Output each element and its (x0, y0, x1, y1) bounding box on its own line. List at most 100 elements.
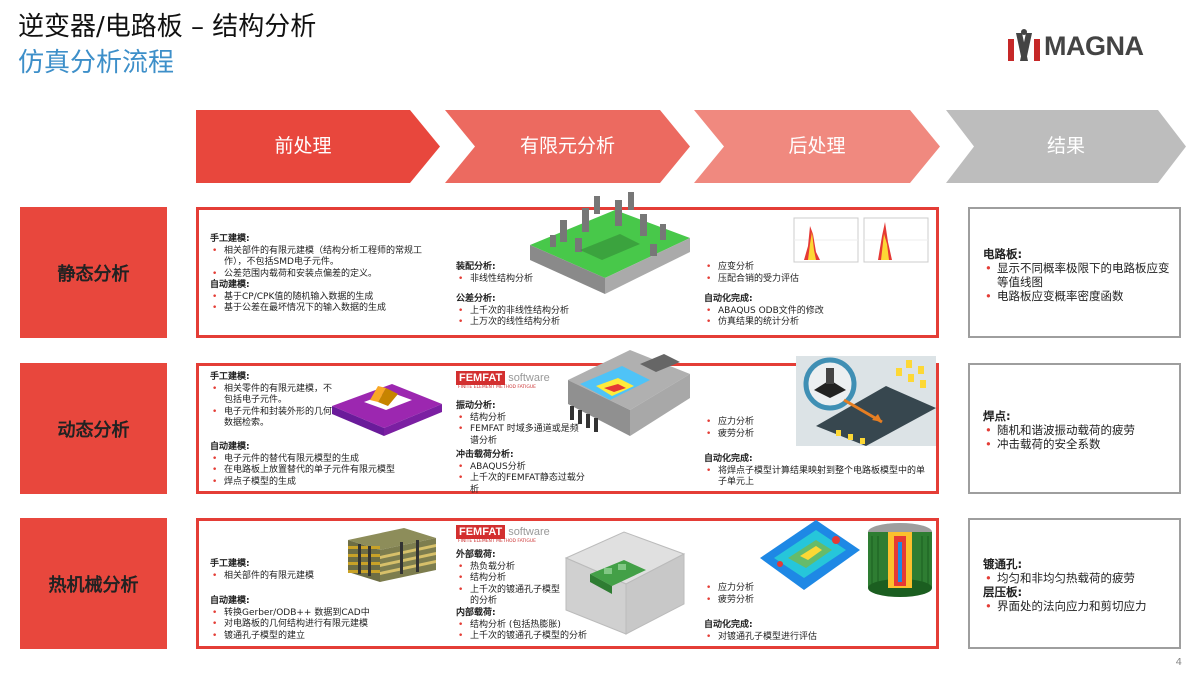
page-title: 逆变器/电路板 – 结构分析 (18, 12, 317, 42)
thermo-pre-block-top: 手工建模: 相关部件的有限元建模 (210, 559, 340, 582)
list-item: 对电路板的几何结构进行有限元建模 (210, 619, 435, 631)
list-item: 公差范围内载荷和安装点偏差的定义。 (210, 269, 435, 281)
magna-logo-text: MAGNA (1044, 31, 1144, 61)
result-panel-static (968, 207, 1181, 338)
femfat-logo-software: software (508, 372, 550, 384)
stage-results: 结果 (946, 110, 1186, 183)
thermo-fea-block-2: 内部载荷: 结构分析 (包括热膨胀) 上千次的镀通孔子模型的分析 (456, 608, 656, 643)
list-item: 电子元件的替代有限元模型的生成 (210, 454, 435, 466)
dynamic-result-block: 焊点: 随机和谐波振动载荷的疲劳 冲击载荷的安全系数 (983, 409, 1173, 451)
list-item: 非线性结构分析 (456, 274, 606, 286)
list-item: 基于公差在最坏情况下的输入数据的生成 (210, 303, 435, 315)
thermo-fea-block: 外部载荷: 热负载分析 结构分析 上千次的镀通孔子模型的分析 (456, 550, 566, 608)
list-item: 热负载分析 (456, 562, 566, 574)
list-item: 应力分析 (704, 417, 794, 429)
list-item: 疲劳分析 (704, 595, 794, 607)
static-post-heading-1: 自动化完成: (704, 294, 753, 304)
list-item: 电路板应变概率密度函数 (983, 289, 1173, 303)
femfat-logo-subtitle: FINITE ELEMENT METHOD FATIGUE (458, 385, 536, 390)
list-item: 均匀和非均匀热载荷的疲劳 (983, 571, 1173, 585)
thermo-pre-block-bottom: 自动建模: 转换Gerber/ODB++ 数据到CAD中 对电路板的几何结构进行… (210, 596, 435, 642)
stage-postprocessing: 后处理 (694, 110, 940, 183)
pcb-stackup-image (348, 528, 436, 582)
list-item: 在电路板上放置替代的单子元件有限元模型 (210, 465, 435, 477)
dynamic-post-block: 自动化完成: 将焊点子模型计算结果映射到整个电路板模型中的单子单元上 (704, 454, 929, 489)
thermo-post-heading-1: 自动化完成: (704, 620, 753, 630)
list-item: 镀通孔子模型的建立 (210, 631, 435, 643)
list-item: 上千次的FEMFAT静态过载分析 (456, 473, 586, 496)
thermo-result-heading-2: 层压板: (983, 585, 1023, 599)
list-item: 疲劳分析 (704, 429, 794, 441)
stage-label: 后处理 (788, 135, 846, 157)
list-item: 上千次的非线性结构分析 (456, 306, 606, 318)
list-item: 上千次的镀通孔子模型的分析 (456, 631, 656, 643)
list-item: 相关部件的有限元建模（结构分析工程师的常规工作），不包括SMD电子元件。 (210, 246, 435, 269)
thermo-post-block: 自动化完成: 对镀通孔子模型进行评估 (704, 620, 929, 643)
page-subtitle: 仿真分析流程 (18, 48, 175, 78)
static-pre-block: 手工建模: 相关部件的有限元建模（结构分析工程师的常规工作），不包括SMD电子元… (210, 234, 435, 315)
list-item: 上万次的线性结构分析 (456, 317, 606, 329)
dynamic-pre-heading-2: 自动建模: (210, 442, 250, 452)
result-panel-thermo (968, 518, 1181, 649)
stage-label: 有限元分析 (519, 135, 615, 157)
list-item: 结构分析 (包括热膨胀) (456, 620, 656, 632)
dynamic-post-heading-1: 自动化完成: (704, 454, 753, 464)
static-fea-heading-1: 装配分析: (456, 262, 496, 272)
list-item: 转换Gerber/ODB++ 数据到CAD中 (210, 608, 435, 620)
list-item: 冲击载荷的安全系数 (983, 437, 1173, 451)
femfat-logo: FEMFAT software FINITE ELEMENT METHOD FA… (456, 370, 550, 390)
row-label-thermo: 热机械分析 (20, 518, 167, 649)
list-item: 结构分析 (456, 413, 586, 425)
list-item: 仿真结果的统计分析 (704, 317, 934, 329)
list-item: 焊点子模型的生成 (210, 477, 435, 489)
via-contour-image (868, 523, 932, 597)
stage-label: 前处理 (274, 135, 332, 157)
thermo-fea-heading-2: 内部载荷: (456, 608, 496, 618)
panel-thermo (196, 518, 939, 649)
panel-static (196, 207, 939, 338)
dynamic-fea-heading-1: 振动分析: (456, 401, 496, 411)
static-result-heading: 电路板: (983, 247, 1023, 261)
housing-model-image (568, 350, 690, 436)
row-label-static: 静态分析 (20, 207, 167, 338)
thermo-fea-heading-1: 外部载荷: (456, 550, 496, 560)
dynamic-fea-block: 振动分析: 结构分析 FEMFAT 时域多通道或是频谱分析 冲击载荷分析: AB… (456, 401, 586, 496)
stage-preprocessing: 前处理 (196, 110, 440, 183)
dynamic-result-heading: 焊点: (983, 409, 1011, 423)
row-label-dynamic: 动态分析 (20, 363, 167, 494)
thermo-pre-heading-2: 自动建模: (210, 596, 250, 606)
static-post-block: 应变分析 压配合销的受力评估 自动化完成: ABAQUS ODB文件的修改 仿真… (704, 262, 934, 329)
list-item: 电子元件和封装外形的几何数据检索。 (210, 407, 332, 430)
list-item: 应力分析 (704, 583, 794, 595)
dynamic-fea-heading-2: 冲击载荷分析: (456, 450, 514, 460)
dynamic-post-list: 应力分析 疲劳分析 (704, 417, 794, 440)
thermal-contour-image (760, 520, 860, 590)
static-pre-heading-2: 自动建模: (210, 280, 250, 290)
femfat-logo-software: software (508, 526, 550, 538)
static-fea-heading-2: 公差分析: (456, 294, 496, 304)
histogram-plots-image (793, 217, 929, 263)
dynamic-pre-block-bottom: 自动建模: 电子元件的替代有限元模型的生成 在电路板上放置替代的单子元件有限元模… (210, 442, 435, 488)
static-pre-heading-1: 手工建模: (210, 234, 250, 244)
static-result-block: 电路板: 显示不同概率极限下的电路板应变等值线图 电路板应变概率密度函数 (983, 247, 1173, 303)
list-item: 随机和谐波振动载荷的疲劳 (983, 423, 1173, 437)
list-item: 上千次的镀通孔子模型的分析 (456, 585, 566, 608)
list-item: 应变分析 (704, 262, 934, 274)
magna-logo-mark-icon (1008, 29, 1040, 61)
list-item: 压配合销的受力评估 (704, 274, 934, 286)
femfat-logo-text: FEMFAT (456, 525, 506, 539)
list-item: 结构分析 (456, 573, 566, 585)
thermo-pre-heading-1: 手工建模: (210, 559, 250, 569)
solder-joint-image (796, 356, 936, 446)
list-item: 将焊点子模型计算结果映射到整个电路板模型中的单子单元上 (704, 466, 929, 489)
stage-fea: 有限元分析 (445, 110, 690, 183)
magna-logo: MAGNA (1006, 29, 1172, 63)
thermo-result-heading-1: 镀通孔: (983, 557, 1023, 571)
femfat-logo-subtitle: FINITE ELEMENT METHOD FATIGUE (458, 539, 536, 544)
list-item: 基于CP/CPK值的随机输入数据的生成 (210, 292, 435, 304)
list-item: 相关部件的有限元建模 (210, 571, 340, 583)
thermo-post-list: 应力分析 疲劳分析 (704, 583, 794, 606)
femfat-logo-text: FEMFAT (456, 371, 506, 385)
list-item: ABAQUS ODB文件的修改 (704, 306, 934, 318)
static-fea-block: 装配分析: 非线性结构分析 公差分析: 上千次的非线性结构分析 上万次的线性结构… (456, 262, 606, 329)
